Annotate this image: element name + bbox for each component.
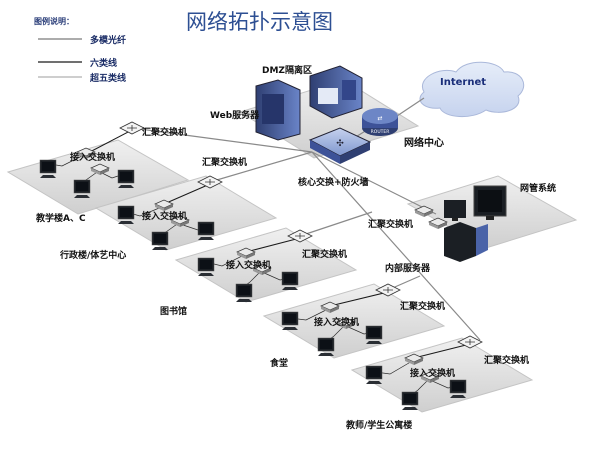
cat6-links bbox=[85, 129, 471, 359]
aggregation-switch-icon bbox=[287, 229, 313, 243]
access-switch-icon bbox=[154, 199, 174, 211]
dmz-label: DMZ隔离区 bbox=[262, 66, 312, 76]
building-label-1: 教学楼A、C bbox=[36, 214, 86, 224]
nms-server bbox=[444, 222, 488, 262]
legend-item-cat5e: 超五类线 bbox=[90, 74, 127, 84]
legend-item-cat6: 六类线 bbox=[90, 59, 118, 69]
aggregation-switch-label-2: 汇聚交换机 bbox=[202, 158, 248, 168]
pc-icon bbox=[117, 169, 135, 188]
nms-label: 网管系统 bbox=[520, 184, 557, 194]
svg-text:⇄: ⇄ bbox=[377, 115, 382, 122]
legend-lines bbox=[38, 38, 82, 78]
platform-building-4 bbox=[262, 283, 446, 359]
pc-icon bbox=[73, 179, 91, 198]
access-switch-label-1: 接入交换机 bbox=[70, 153, 116, 163]
access-switch-icon bbox=[320, 301, 340, 313]
platform-building-5 bbox=[350, 337, 534, 413]
diagram-title: 网络拓扑示意图 bbox=[186, 10, 333, 34]
pc-icon bbox=[449, 379, 467, 398]
aggregation-switch-label-4: 汇聚交换机 bbox=[302, 250, 348, 260]
internet-label: Internet bbox=[440, 77, 487, 88]
pc-icon bbox=[117, 205, 135, 224]
building-label-2: 行政楼/体艺中心 bbox=[60, 251, 127, 261]
access-switch-icon bbox=[404, 353, 424, 365]
building-label-5: 教师/学生公寓楼 bbox=[346, 421, 413, 431]
internet-cloud bbox=[393, 61, 525, 119]
legend-item-fiber: 多模光纤 bbox=[90, 36, 127, 46]
aggregation-switch-label-1: 汇聚交换机 bbox=[142, 128, 188, 138]
internal-server-label: 内部服务器 bbox=[385, 264, 431, 274]
access-switch-icon bbox=[420, 371, 440, 383]
nms-monitor bbox=[473, 185, 507, 220]
building-label-3: 图书馆 bbox=[160, 307, 188, 317]
internal-server-pc bbox=[444, 200, 466, 221]
pc-icon bbox=[197, 221, 215, 240]
access-switch-label-2: 接入交换机 bbox=[142, 212, 188, 222]
pc-icon bbox=[365, 365, 383, 384]
network-center-label: 网络中心 bbox=[404, 138, 444, 149]
fiber-links bbox=[131, 121, 481, 341]
access-switch-icon bbox=[336, 317, 356, 329]
switches bbox=[76, 121, 483, 383]
platform-building-3 bbox=[174, 227, 358, 303]
aggregation-switch-icon bbox=[457, 335, 483, 349]
aggregation-switch-label-3: 汇聚交换机 bbox=[368, 220, 414, 230]
pc-icon bbox=[401, 391, 419, 410]
platform-building-2 bbox=[94, 175, 278, 251]
dmz-server-stack bbox=[309, 65, 363, 119]
pc-icon bbox=[197, 257, 215, 276]
svg-text:✣: ✣ bbox=[336, 139, 344, 149]
pc-icon bbox=[281, 271, 299, 290]
pc-icon bbox=[365, 325, 383, 344]
access-switch-icon bbox=[236, 247, 256, 259]
access-switch-label-5: 接入交换机 bbox=[410, 369, 456, 379]
access-switch-icon bbox=[170, 215, 190, 227]
core-switch-firewall: ✣ bbox=[308, 127, 372, 164]
aggregation-switch-icon bbox=[119, 121, 145, 135]
core-label: 核心交换+防火墙 bbox=[298, 178, 369, 188]
pc-icon bbox=[235, 283, 253, 302]
pc-icon bbox=[151, 231, 169, 250]
web-server-label: Web服务器 bbox=[210, 111, 260, 121]
aggregation-switch-label-6: 汇聚交换机 bbox=[484, 356, 530, 366]
aggregation-switch-icon bbox=[375, 283, 401, 297]
legend-heading: 图例说明： bbox=[34, 17, 74, 26]
router-icon: ⇄ ROUTER bbox=[362, 108, 398, 136]
web-server-rack bbox=[255, 79, 301, 141]
aggregation-switch-icon bbox=[197, 175, 223, 189]
aggregation-switch-label-5: 汇聚交换机 bbox=[400, 302, 446, 312]
access-switch-label-3: 接入交换机 bbox=[226, 261, 272, 271]
computers bbox=[39, 159, 467, 410]
access-switch-icon bbox=[428, 217, 448, 229]
access-switch-label-4: 接入交换机 bbox=[314, 318, 360, 328]
access-switch-icon bbox=[90, 163, 110, 175]
access-switch-icon bbox=[76, 147, 96, 159]
access-switch-icon bbox=[414, 205, 434, 217]
svg-text:ROUTER: ROUTER bbox=[371, 129, 390, 135]
pc-icon bbox=[281, 311, 299, 330]
pc-icon bbox=[39, 159, 57, 178]
building-label-4: 食堂 bbox=[270, 359, 289, 369]
access-switch-icon bbox=[252, 263, 272, 275]
pc-icon bbox=[317, 337, 335, 356]
